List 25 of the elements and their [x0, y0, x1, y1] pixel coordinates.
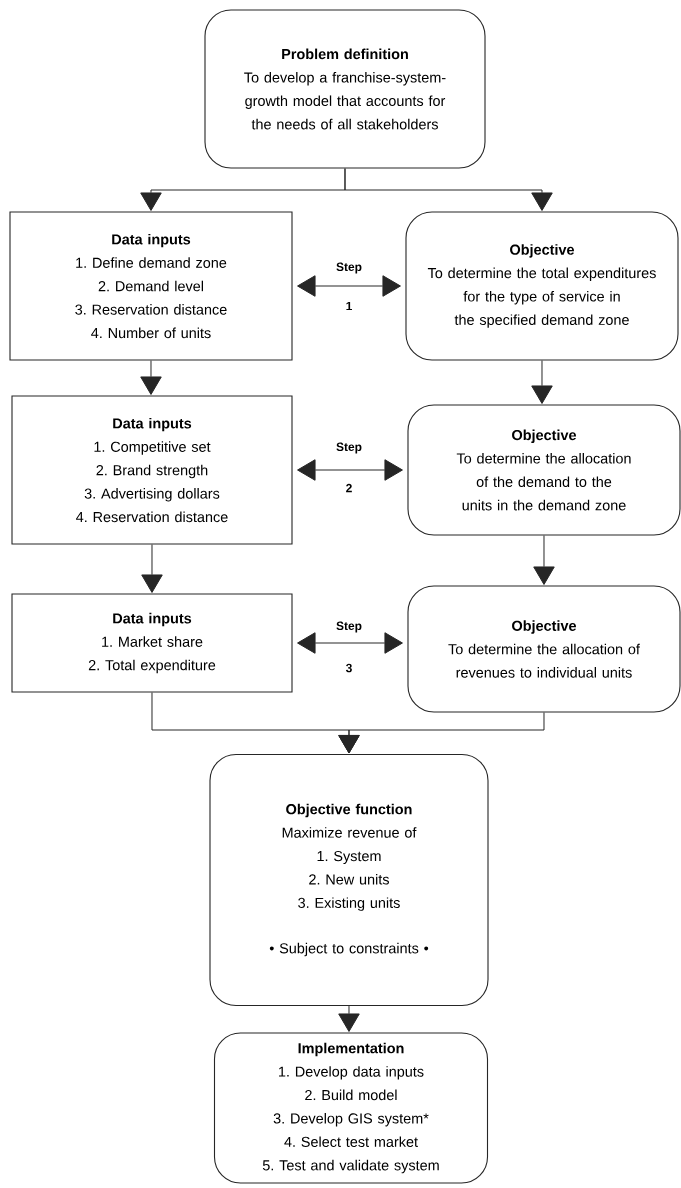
step-number: 2	[346, 483, 352, 493]
process-box: Data inputs 1. Define demand zone 2. Demand level 3. Reservation distance 4. Number of units	[9, 211, 293, 361]
process-box: Data inputs 1. Competitive set 2. Brand strength 3. Advertising dollars 4. Reservation distance	[11, 395, 293, 545]
arrow	[338, 712, 545, 754]
arrow	[531, 360, 553, 404]
arrow	[344, 168, 553, 211]
arrow	[141, 544, 163, 593]
edge-label: Step	[335, 441, 363, 455]
terminal-box: Objective To determine the allocation of the demand to the units in the demand zone	[407, 404, 681, 536]
double-arrow	[297, 459, 403, 481]
edge-label: Step	[335, 261, 363, 275]
terminal-box: Problem definition To develop a franchise-system-growth model that accounts for the needs of all stakeholders	[204, 9, 486, 169]
double-arrow	[297, 275, 401, 297]
step-number: 1	[346, 301, 352, 311]
arrow	[338, 1005, 360, 1032]
edge-label: Step	[335, 620, 363, 634]
arrow	[533, 535, 555, 585]
terminal-box: Objective To determine the allocation of revenues to individual units	[407, 585, 681, 713]
terminal-box: Implementation 1. Develop data inputs 2. Build model 3. Develop GIS system* 4. Select test market 5. Test and validate system	[213, 1032, 489, 1184]
terminal-box: Objective To determine the total expenditures for the type of service in the specified demand zone	[405, 211, 679, 361]
terminal-box: Objective function Maximize revenue of 1. System 2. New units 3. Existing units • Subject to constraints •	[209, 753, 489, 1007]
arrow	[140, 360, 162, 395]
double-arrow	[297, 632, 403, 654]
step-number: 3	[345, 663, 352, 673]
process-box: Data inputs 1. Market share 2. Total expenditure	[11, 593, 293, 693]
